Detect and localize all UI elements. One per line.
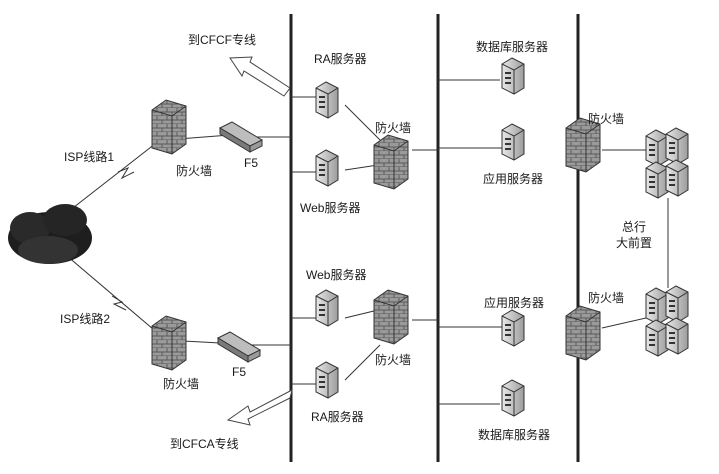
web-server-icon xyxy=(315,149,339,187)
arrow-to-cfcf-icon xyxy=(229,56,291,97)
label-isp-line-1: ISP线路1 xyxy=(64,150,115,164)
firewall-icon xyxy=(565,117,601,173)
f5-load-balancer-icon xyxy=(216,331,262,363)
label-firewall: 防火墙 xyxy=(176,164,213,178)
label-firewall: 防火墙 xyxy=(163,377,200,391)
label-firewall: 防火墙 xyxy=(588,291,625,305)
label-database-server: 数据库服务器 xyxy=(478,428,551,442)
label-web-server: Web服务器 xyxy=(306,268,367,282)
ra-server-icon xyxy=(315,81,339,119)
app-server-icon xyxy=(501,123,525,161)
label-hq-front-line1: 总行 xyxy=(622,220,647,234)
arrow-to-cfca-icon xyxy=(226,389,293,426)
firewall-icon xyxy=(373,289,409,345)
label-to-cfca: 到CFCA专线 xyxy=(170,437,239,451)
label-database-server: 数据库服务器 xyxy=(476,40,549,54)
hq-server-cluster-icon xyxy=(645,285,689,357)
label-firewall: 防火墙 xyxy=(588,112,625,126)
isp-link-1-zigzag xyxy=(117,166,135,180)
label-firewall: 防火墙 xyxy=(375,353,412,367)
label-isp-line-2: ISP线路2 xyxy=(60,312,111,326)
internet-cloud-icon xyxy=(8,204,92,264)
label-firewall: 防火墙 xyxy=(375,121,412,135)
firewall-icon xyxy=(151,315,187,371)
web-server-icon xyxy=(315,289,339,327)
f5-load-balancer-icon xyxy=(218,121,264,153)
firewall-icon xyxy=(373,134,409,190)
label-to-cfcf: 到CFCF专线 xyxy=(188,33,256,47)
app-server-icon xyxy=(501,309,525,347)
label-hq-front-line2: 大前置 xyxy=(616,236,653,250)
label-web-server: Web服务器 xyxy=(300,201,361,215)
isp-link-2-zigzag xyxy=(111,295,127,311)
database-server-icon xyxy=(501,379,525,417)
label-f5: F5 xyxy=(232,365,247,379)
label-app-server: 应用服务器 xyxy=(484,296,545,310)
label-f5: F5 xyxy=(244,156,259,170)
firewall-icon xyxy=(151,99,187,155)
firewall-icon xyxy=(565,305,601,361)
database-server-icon xyxy=(501,57,525,95)
label-ra-server: RA服务器 xyxy=(314,52,367,66)
label-app-server: 应用服务器 xyxy=(483,172,544,186)
ra-server-icon xyxy=(315,361,339,399)
label-ra-server: RA服务器 xyxy=(311,410,364,424)
hq-server-cluster-icon xyxy=(645,127,689,199)
